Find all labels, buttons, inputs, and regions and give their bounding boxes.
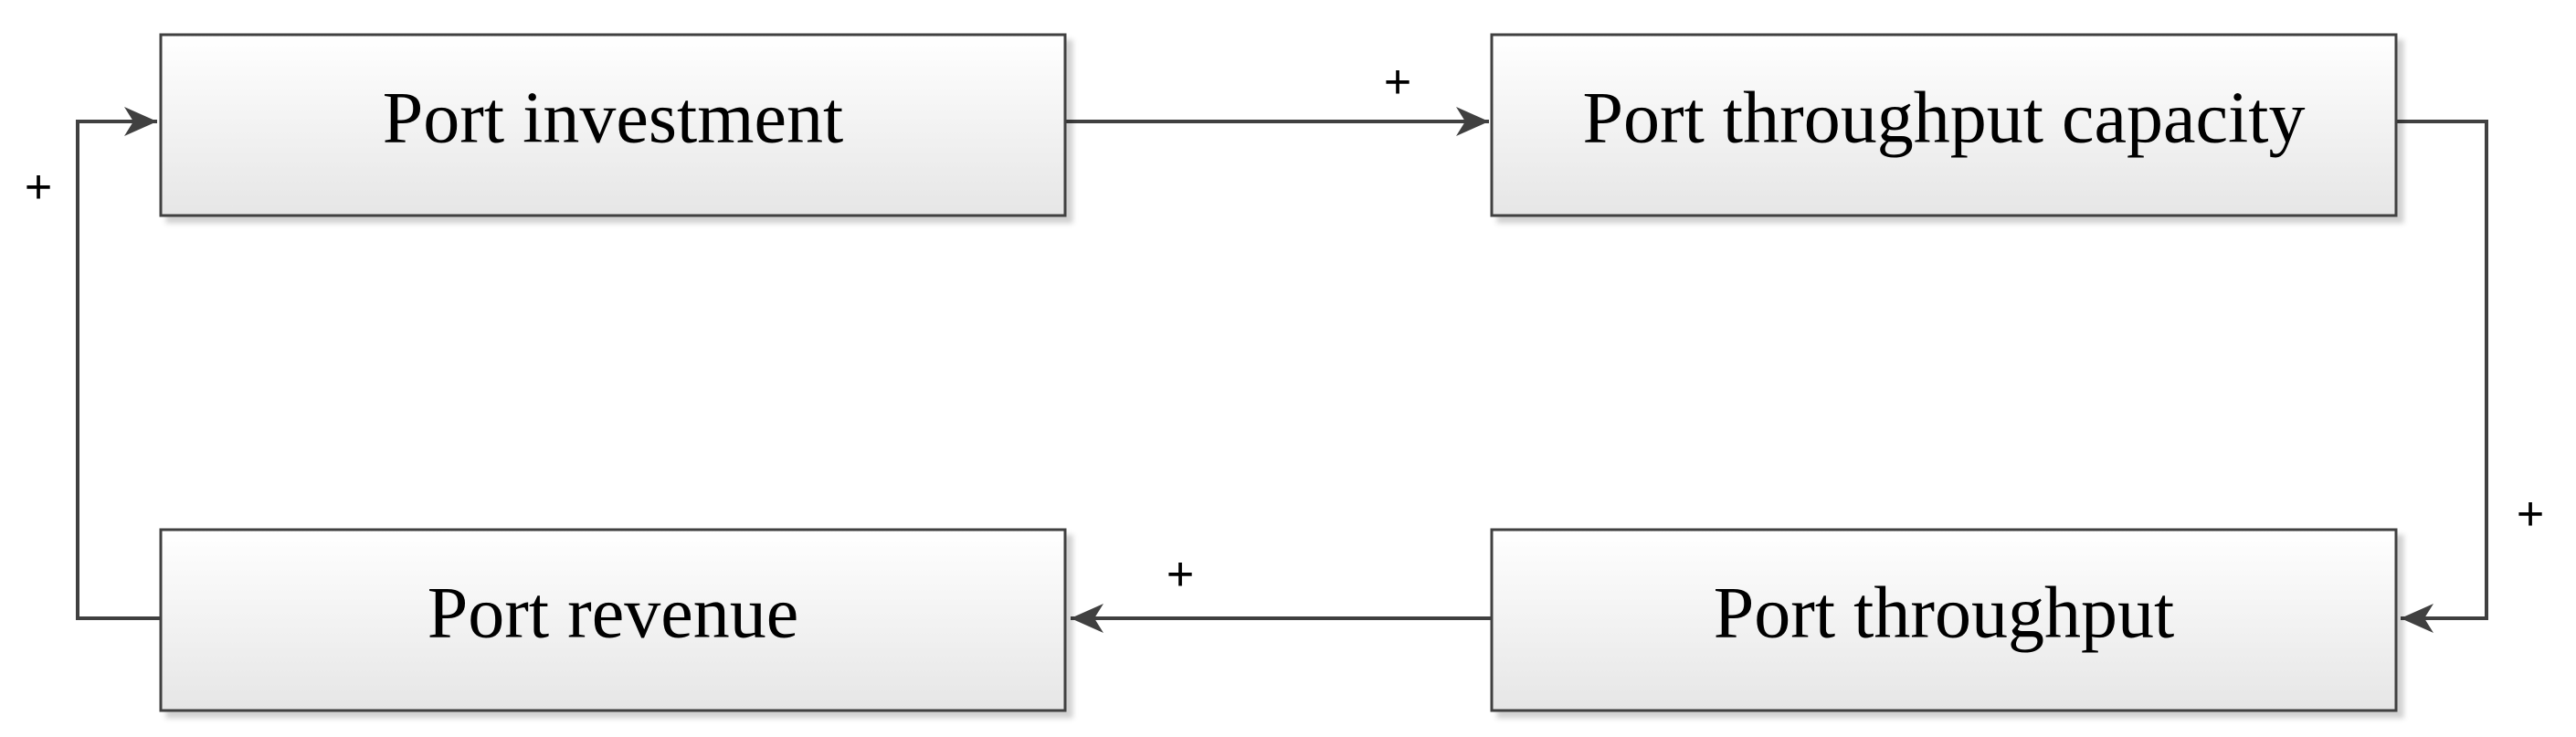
polarity-label-revenue-investment: + [25,161,52,214]
node-port-revenue: Port revenue [159,528,1067,712]
node-label: Port throughput capacity [1583,78,2306,158]
node-label: Port throughput [1714,573,2174,653]
node-port-investment: Port investment [159,33,1067,217]
polarity-label-investment-capacity: + [1384,56,1411,109]
node-label: Port revenue [428,573,799,653]
edge-capacity-to-throughput [2396,120,2488,633]
node-port-throughput-capacity: Port throughput capacity [1490,33,2398,217]
node-port-throughput: Port throughput [1490,528,2398,712]
polarity-label-throughput-revenue: + [1167,548,1194,601]
polarity-label-capacity-throughput: + [2517,488,2544,541]
node-label: Port investment [383,78,843,158]
edge-revenue-to-investment [76,107,161,620]
